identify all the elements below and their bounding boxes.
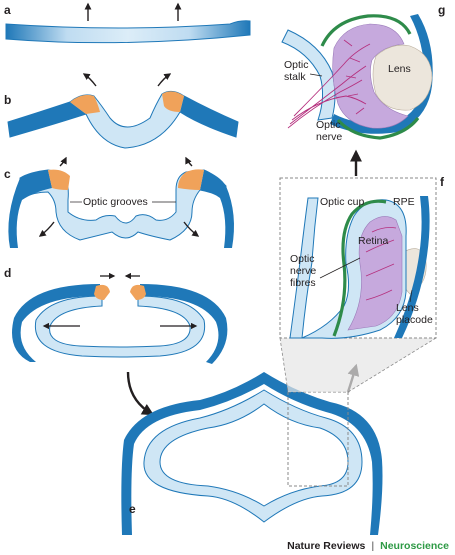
source-credit: Nature Reviews | Neuroscience [287,540,449,552]
groove-left-c [48,169,70,190]
panel-g: g Lens Optic stalk Optic nerve [281,3,445,143]
panel-label-d: d [4,266,11,280]
label-rpe: RPE [393,196,415,208]
panel-d: d [4,266,228,364]
source-separator: | [371,540,374,552]
neural-fold-left-b [8,102,86,137]
arrow-down-right-c [183,221,200,237]
neural-fold-right-b [180,96,238,137]
optic-stalk-f [289,197,319,339]
optic-stalk-g [281,29,336,121]
panel-f: f Optic cup RPE Retina Optic nerve fibre… [279,175,445,339]
nerve-fibres-f [365,227,397,301]
outer-wall-right-c [200,170,234,248]
panel-label-e: e [129,502,136,516]
arrow-up-right-c [185,156,193,167]
label-optic-nerve-fibres-1: Optic [290,253,315,265]
zoom-wedge [280,338,436,392]
zoom-connector-left [279,337,289,393]
arrow-d-to-e [126,371,155,416]
label-optic-nerve-2: nerve [316,131,342,143]
retinal-fibres-g [343,39,365,115]
panel-label-g: g [438,3,445,17]
lens-g [372,44,433,111]
tip-left-d [94,284,110,300]
label-retina: Retina [358,235,389,247]
arrow-right-b [157,73,172,87]
label-lens-placode-1: Lens [396,302,419,314]
optic-cup-e [143,389,363,523]
label-optic-stalk-1: Optic [284,59,309,71]
rpe-outer-g [320,14,420,140]
label-lens-placode-2: placode [396,314,433,326]
panel-label-a: a [4,3,11,17]
arrow-down-left-c [38,221,55,237]
panel-label-c: c [4,167,11,181]
optic-nerve-axons-g [287,43,371,129]
label-optic-cup: Optic cup [320,196,365,208]
retina-f [347,216,403,331]
outer-wall-left-c [8,170,52,248]
neural-plate-a [5,20,251,44]
panel-c: c Optic grooves [4,156,234,248]
retina-g [332,23,409,129]
groove-left-b [70,94,100,114]
leader-lens-placode [409,289,413,303]
surface-ectoderm-f [394,196,430,338]
source-journal: Nature Reviews [287,540,365,552]
label-optic-nerve-fibres-2: nerve [290,265,316,277]
zoom-connector-right [347,337,437,393]
label-optic-nerve-fibres-3: fibres [290,277,316,289]
source-text: Nature Reviews | Neuroscience [287,540,449,552]
leader-optic-nerve-fibres [319,257,361,279]
source-section: Neuroscience [380,540,449,552]
label-lens: Lens [388,63,411,75]
label-optic-grooves: Optic grooves [83,196,148,208]
panel-a: a [4,2,251,44]
arrow-left-b [82,73,97,87]
groove-right-b [162,91,184,112]
groove-right-c [178,169,204,190]
label-optic-stalk-2: stalk [284,71,306,83]
label-optic-nerve-1: Optic [316,119,341,131]
panel-b: b [4,73,239,149]
panel-label-f: f [440,175,445,189]
tip-right-d [130,284,146,300]
rpe-f [332,199,387,337]
panel-label-b: b [4,93,11,107]
arrow-up-left-c [59,156,67,167]
leader-optic-stalk [309,73,323,77]
